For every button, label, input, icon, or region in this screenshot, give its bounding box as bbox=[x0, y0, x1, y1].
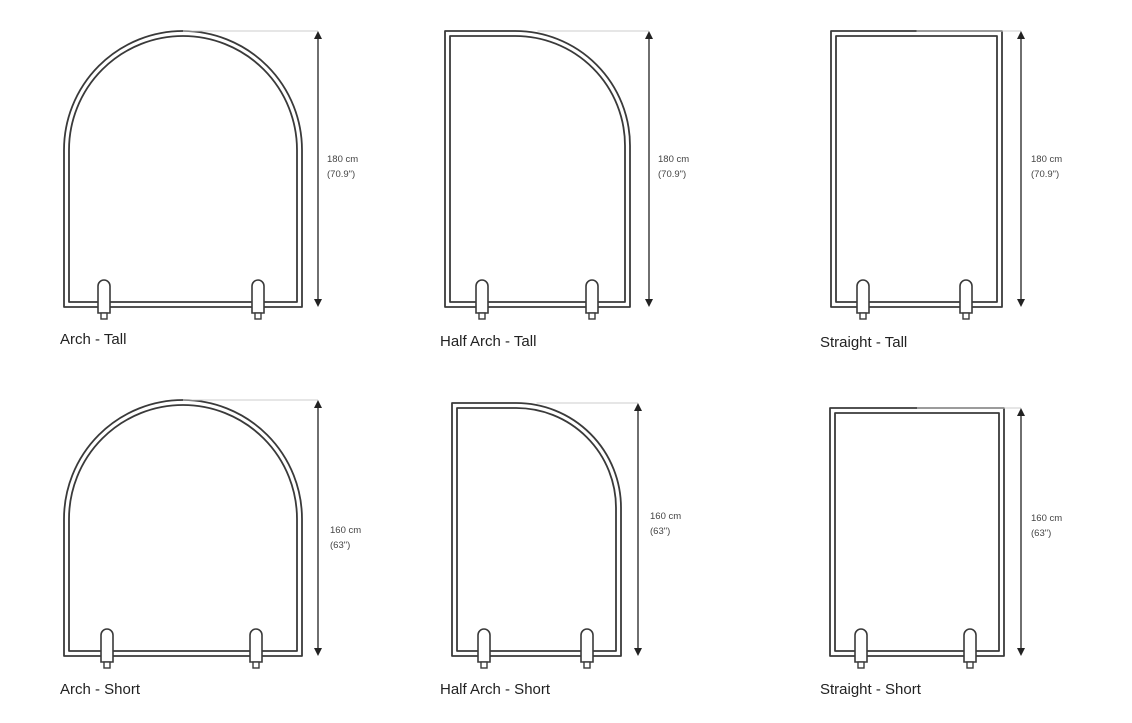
dimension-arch-tall: 180 cm (70.9") bbox=[327, 152, 358, 182]
panel-foot bbox=[477, 628, 491, 663]
panel-foot-plug bbox=[966, 661, 974, 669]
panel-foot-plug bbox=[588, 312, 596, 320]
dimension-half-arch-short: 160 cm (63") bbox=[650, 509, 681, 539]
panel-foot bbox=[475, 279, 489, 314]
panel-frame-straight-short bbox=[829, 407, 1005, 657]
panel-frame-half-arch-short bbox=[451, 402, 622, 657]
panel-foot bbox=[856, 279, 870, 314]
dimension-arrow-down bbox=[645, 299, 653, 307]
panel-frame-arch-tall bbox=[63, 30, 303, 308]
panel-foot-plug bbox=[478, 312, 486, 320]
label-arch-tall: Arch - Tall bbox=[60, 331, 127, 348]
panel-foot-plug bbox=[583, 661, 591, 669]
dimension-arrow-up bbox=[1017, 408, 1025, 416]
panel-foot bbox=[97, 279, 111, 314]
panel-foot bbox=[251, 279, 265, 314]
panel-foot bbox=[854, 628, 868, 663]
dimension-in: (63") bbox=[650, 526, 671, 537]
panel-foot-plug bbox=[252, 661, 260, 669]
panel-frame-straight-tall bbox=[830, 30, 1003, 308]
dimension-in: (70.9") bbox=[1031, 169, 1060, 180]
panel-frame-arch-short bbox=[63, 399, 303, 657]
dimension-arrow-up bbox=[1017, 31, 1025, 39]
dimension-arrow-down bbox=[1017, 648, 1025, 656]
panel-foot bbox=[963, 628, 977, 663]
dimension-arrow-down bbox=[314, 648, 322, 656]
panel-foot-plug bbox=[480, 661, 488, 669]
dimension-cm: 180 cm bbox=[658, 154, 690, 165]
dimension-arrow-up bbox=[314, 31, 322, 39]
dimension-cm: 180 cm bbox=[327, 154, 359, 165]
panel-foot-plug bbox=[859, 312, 867, 320]
panel-foot-plug bbox=[857, 661, 865, 669]
dimension-in: (70.9") bbox=[658, 169, 687, 180]
dimension-cm: 160 cm bbox=[330, 525, 362, 536]
dimension-in: (63") bbox=[330, 540, 351, 551]
panel-foot bbox=[580, 628, 594, 663]
panel-foot bbox=[249, 628, 263, 663]
dimension-arrow-down bbox=[634, 648, 642, 656]
panel-foot-plug bbox=[962, 312, 970, 320]
dimension-arrow-up bbox=[645, 31, 653, 39]
label-half-arch-short: Half Arch - Short bbox=[440, 681, 551, 698]
label-straight-tall: Straight - Tall bbox=[820, 334, 908, 351]
dimension-arrow-down bbox=[1017, 299, 1025, 307]
panel-foot-plug bbox=[100, 312, 108, 320]
dimension-arrow-down bbox=[314, 299, 322, 307]
panel-foot bbox=[585, 279, 599, 314]
dimension-cm: 160 cm bbox=[1031, 513, 1063, 524]
label-straight-short: Straight - Short bbox=[820, 681, 921, 698]
label-arch-short: Arch - Short bbox=[60, 681, 141, 698]
panel-foot-plug bbox=[254, 312, 262, 320]
dimension-in: (70.9") bbox=[327, 169, 356, 180]
dimension-arrow-up bbox=[314, 400, 322, 408]
dimension-arch-short: 160 cm (63") bbox=[330, 523, 361, 553]
dimension-arrow-up bbox=[634, 403, 642, 411]
label-half-arch-tall: Half Arch - Tall bbox=[440, 333, 537, 350]
dimension-half-arch-tall: 180 cm (70.9") bbox=[658, 152, 689, 182]
panel-foot bbox=[959, 279, 973, 314]
dimension-straight-tall: 180 cm (70.9") bbox=[1031, 152, 1062, 182]
dimension-cm: 160 cm bbox=[650, 511, 682, 522]
dimension-cm: 180 cm bbox=[1031, 154, 1063, 165]
panel-foot bbox=[100, 628, 114, 663]
panel-frame-half-arch-tall bbox=[444, 30, 631, 308]
dimension-in: (63") bbox=[1031, 528, 1052, 539]
panel-foot-plug bbox=[103, 661, 111, 669]
dimension-straight-short: 160 cm (63") bbox=[1031, 511, 1062, 541]
